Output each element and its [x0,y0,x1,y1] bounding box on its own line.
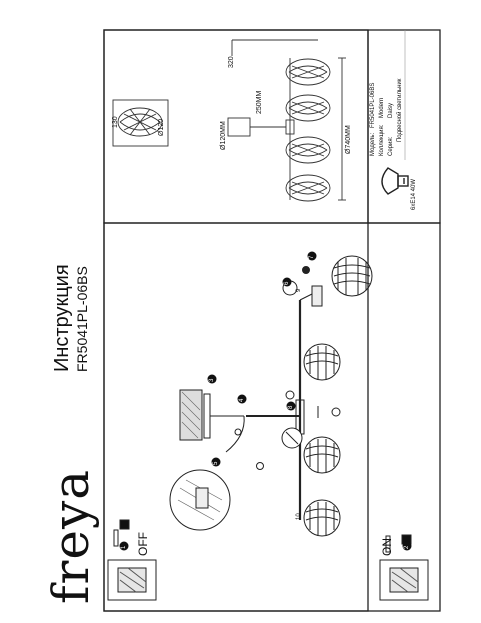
switch-box-off [107,519,157,601]
assembly-small-parts [234,266,341,470]
dim-width-740: Ø740MM [345,125,352,154]
assembly-mount [179,300,305,520]
right-panel-frame [103,29,441,224]
step-number: 3 [209,378,215,382]
step-number: 9 [296,288,302,292]
step-markers [119,251,412,551]
bulb-icon [381,167,409,195]
step-number: 8 [288,405,294,409]
page-title: Инструкция [51,264,73,372]
info-model-value: FR5041PL-06BS [370,82,376,128]
assembly-shade-3 [303,436,341,474]
info-bulb: 6xE14 40W [411,178,417,210]
spec-shade-detail [112,99,169,147]
assembly-shade-4 [303,499,341,537]
spec-chandelier-drawing [227,39,346,202]
spec-shade-2 [285,94,331,122]
off-label: OFF [136,532,150,556]
info-collection-value: Modern [379,97,385,118]
dim-length: 320 [228,56,235,68]
info-model-label: Модель: [370,132,376,156]
dim-shade-130: 130 [112,116,119,128]
assembly-shade-1 [331,255,373,297]
info-series-label: Серия: [388,136,394,156]
info-collection-label: Коллекция: [379,124,385,156]
step-number: 4 [239,398,245,402]
model-code: FR5041PL-06BS [74,266,90,372]
switch-box-on [379,534,429,601]
spec-shade-1 [285,58,331,86]
assembly-shade-2 [303,343,341,381]
step-number: 7 [309,255,315,259]
on-label: ON [380,538,394,556]
assembly-shades [299,255,373,537]
step-number: 10 [296,513,302,520]
dim-drop: 250MM [256,90,263,114]
assembly-zoom-detail [169,469,231,531]
info-type-value: Подвесной светильник [397,78,403,142]
step-number: 5 [213,461,219,465]
step-number: 6 [284,281,290,285]
step-number: 2 [404,545,410,549]
dim-diameter-120: Ø120MM [220,121,227,150]
spec-shade-4 [285,174,331,202]
step-number: 1 [121,545,127,549]
dim-shade-120: Ø120 [158,118,165,136]
spec-shade-3 [285,136,331,164]
info-series-value: Daisy [388,102,394,118]
brand-logo: freya [42,468,100,604]
